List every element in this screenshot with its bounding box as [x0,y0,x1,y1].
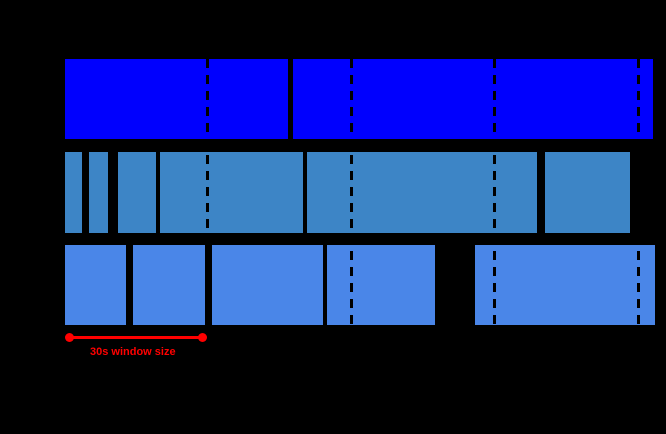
bar-segment-row-3 [475,245,655,325]
bar-row-row-3 [0,245,666,325]
bar-segment-row-3 [133,245,205,325]
bar-segment-row-3 [65,245,126,325]
bar-segment-row-2 [545,152,630,233]
bar-segment-row-3 [212,245,323,325]
bar-segment-row-3 [327,245,435,325]
measure-endpoint-right-dot [198,333,207,342]
bar-segment-row-2 [65,152,82,233]
measure-endpoint-left-dot [65,333,74,342]
bar-segment-row-2 [160,152,303,233]
bar-segment-row-2 [118,152,156,233]
window-size-measure-line [69,336,202,339]
window-boundary-dashed-line [205,59,209,325]
bar-row-row-2 [0,152,666,233]
window-size-label: 30s window size [90,346,176,358]
bar-row-row-1 [0,59,666,139]
bar-segment-row-2 [89,152,108,233]
bar-segment-row-1 [65,59,288,139]
window-boundary-dashed-line [636,59,640,325]
bar-segment-row-1 [293,59,653,139]
bar-segment-row-2 [307,152,537,233]
window-boundary-dashed-line [492,59,496,325]
window-boundary-dashed-line [349,59,353,325]
